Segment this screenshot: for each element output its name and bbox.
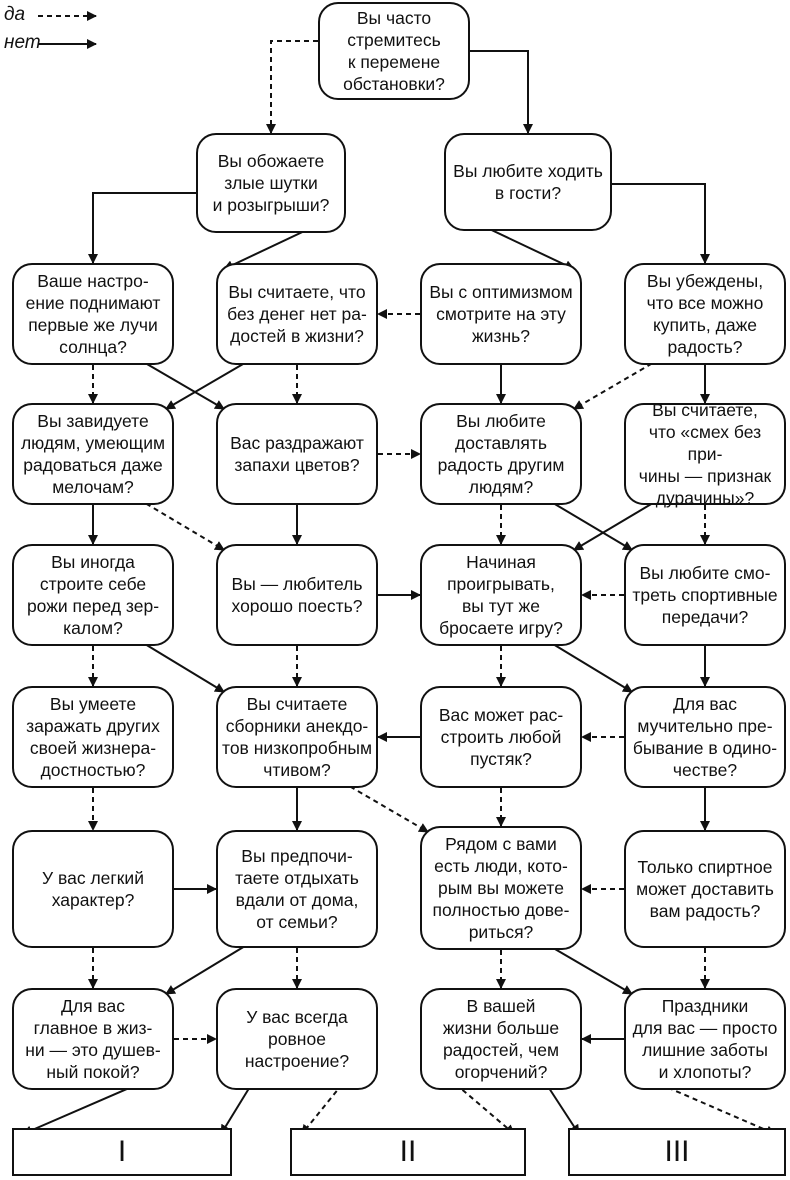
question-infect-joy: Вы умеете заражать других своей жизнера-… xyxy=(12,686,174,788)
edge-q2-q5-no xyxy=(223,226,314,270)
question-laughter-proverb: Вы считаете, что «смех без при- чины — п… xyxy=(624,400,786,508)
question-more-joys: В вашей жизни больше радостей, чем огорч… xyxy=(420,988,582,1090)
edge-q4-q9-no xyxy=(137,358,225,410)
legend-yes-label: да xyxy=(4,4,26,25)
question-mirror-faces: Вы иногда строите себе рожи перед зер- к… xyxy=(12,544,174,646)
question-holidays-burden: Праздники для вас — просто лишние заботы… xyxy=(624,988,786,1090)
question-flower-smells: Вас раздражают запахи цветов? xyxy=(216,403,378,505)
question-easy-character: У вас легкий характер? xyxy=(12,830,174,948)
question-joke-books: Вы считаете сборники анекдо- тов низкопр… xyxy=(216,686,378,788)
question-envy-joyful: Вы завидуете людям, умеющим радоваться д… xyxy=(12,403,174,505)
edge-q7-q10-yes xyxy=(573,358,661,410)
question-buy-everything: Вы убеждены, что все можно купить, даже … xyxy=(624,263,786,365)
edge-q22-q27-no xyxy=(545,943,633,995)
question-visiting-guests: Вы любите ходить в гости? xyxy=(444,133,612,231)
legend-no-label: нет xyxy=(4,32,41,53)
question-sports-tv: Вы любите смо- треть спортивные передачи… xyxy=(624,544,786,646)
edge-q1-q2-yes xyxy=(266,40,318,134)
edge-q24-r1-no xyxy=(22,1083,139,1136)
question-even-mood: У вас всегда ровное настроение? xyxy=(216,988,378,1090)
question-rest-away: Вы предпочи- таете отдыхать вдали от дом… xyxy=(216,830,378,948)
edge-q3-q7-no xyxy=(612,183,710,264)
edge-q27-r3-yes xyxy=(659,1083,777,1136)
edge-q14-q19-no xyxy=(545,639,633,693)
edge-q25-r1-no xyxy=(220,1083,253,1135)
result-box-3: III xyxy=(568,1128,786,1176)
edge-q26-r3-no xyxy=(545,1083,580,1135)
question-quit-game: Начиная проигрывать, вы тут же бросаете … xyxy=(420,544,582,646)
edge-q5-q8-no xyxy=(165,358,253,410)
question-change-of-scenery: Вы часто стремитесь к перемене обстановк… xyxy=(318,2,470,100)
result-box-2: II xyxy=(290,1128,526,1176)
question-food-lover: Вы — любитель хорошо поесть? xyxy=(216,544,378,646)
question-upset-trifle: Вас может рас- строить любой пустяк? xyxy=(420,686,582,788)
question-sunlight-mood: Ваше настро- ение поднимают первые же лу… xyxy=(12,263,174,365)
edge-q25-r2-yes xyxy=(301,1083,344,1135)
edge-q26-r2-yes xyxy=(454,1083,515,1135)
result-box-1: I xyxy=(12,1128,232,1176)
edge-q8-q13-yes xyxy=(137,498,225,551)
question-money-joy: Вы считаете, что без денег нет ра- досте… xyxy=(216,263,378,365)
edge-q3-q6-no xyxy=(480,224,575,270)
question-bring-joy: Вы любите доставлять радость другим людя… xyxy=(420,403,582,505)
edge-q1-q3-no xyxy=(470,50,533,134)
edge-q10-q15-no xyxy=(545,498,633,551)
question-evil-jokes: Вы обожаете злые шутки и розыгрыши? xyxy=(196,133,346,233)
edge-q12-q17-no xyxy=(137,639,225,693)
question-loneliness: Для вас мучительно пре- бывание в одино-… xyxy=(624,686,786,788)
question-trusted-people: Рядом с вами есть люди, кото- рым вы мож… xyxy=(420,826,582,950)
question-optimism: Вы с оптимизмом смотрите на эту жизнь? xyxy=(420,263,582,365)
question-alcohol-joy: Только спиртное может доставить вам радо… xyxy=(624,830,786,948)
edge-q11-q14-no xyxy=(573,498,661,551)
edge-q17-q22-yes xyxy=(341,781,429,833)
question-peace-of-mind: Для вас главное в жиз- ни — это душев- н… xyxy=(12,988,174,1090)
edge-q21-q24-no xyxy=(165,941,253,995)
edge-q2-q4-no xyxy=(88,192,196,264)
